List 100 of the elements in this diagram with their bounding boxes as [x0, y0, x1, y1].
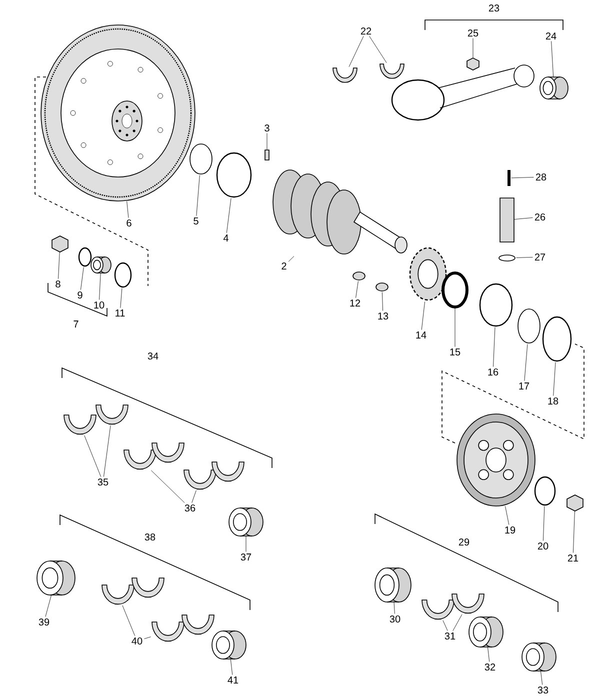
- callout-number: 13: [378, 312, 388, 320]
- leader-line: [394, 602, 395, 614]
- bushing: [522, 642, 556, 672]
- leader-line: [572, 511, 575, 554]
- bushing: [228, 508, 264, 536]
- flywheel: [40, 24, 196, 202]
- callout-number: 6: [126, 219, 132, 227]
- callout-number: 15: [450, 348, 460, 356]
- callout-number: 7: [74, 320, 78, 328]
- callout-number: 27: [534, 254, 546, 260]
- ring: [479, 283, 513, 327]
- leader-line: [99, 273, 101, 300]
- leader-line: [104, 425, 111, 477]
- leader-line: [493, 327, 496, 367]
- leader-line: [122, 605, 136, 636]
- leader-line: [45, 595, 52, 617]
- leader-line: [524, 344, 528, 382]
- leader-line: [150, 470, 185, 503]
- callout-number: 35: [98, 478, 108, 486]
- leader-line: [511, 177, 534, 178]
- leader-line: [230, 659, 233, 676]
- callout-number: 28: [536, 173, 546, 181]
- bushing: [540, 76, 568, 100]
- bearing-shell: [152, 442, 184, 463]
- callout-number: 34: [148, 352, 158, 360]
- key: [376, 282, 388, 292]
- gasket: [190, 144, 212, 174]
- callout-number: 3: [264, 124, 270, 132]
- callout-number: 33: [538, 686, 548, 694]
- washer: [534, 476, 556, 506]
- leader-line: [382, 292, 384, 311]
- callout-number: 4: [223, 234, 228, 242]
- washer: [498, 254, 516, 262]
- bushing: [36, 560, 76, 596]
- leader-line: [80, 267, 84, 290]
- leader-line: [488, 647, 490, 662]
- leader-line: [288, 256, 294, 262]
- ring: [542, 316, 572, 362]
- callout-number: 9: [78, 291, 82, 299]
- callout-number: 24: [546, 32, 556, 40]
- bushing: [90, 256, 112, 274]
- leader-line: [516, 257, 533, 258]
- leader-line: [454, 308, 456, 348]
- callout-number: 10: [94, 301, 104, 309]
- callout-number: 23: [488, 4, 500, 12]
- callout-number: 18: [548, 397, 558, 405]
- bearing-shell: [332, 68, 358, 83]
- bearing-shell: [124, 450, 156, 470]
- leader-line: [551, 41, 554, 77]
- callout-number: 32: [484, 663, 496, 671]
- callout-number: 8: [56, 280, 60, 288]
- callout-number: 2: [282, 262, 286, 270]
- ring: [216, 152, 252, 198]
- callout-number: 26: [534, 213, 546, 221]
- callout-number: 31: [444, 632, 456, 640]
- callout-number: 37: [240, 553, 252, 561]
- leader-line: [553, 362, 556, 396]
- callout-number: 29: [458, 538, 470, 546]
- leader-line: [472, 38, 474, 58]
- ring: [518, 308, 540, 344]
- callout-number: 39: [38, 618, 50, 626]
- callout-number: 14: [416, 332, 426, 338]
- bolt: [566, 494, 584, 512]
- pin: [264, 150, 270, 160]
- leader-line: [126, 201, 129, 218]
- callout-number: 36: [184, 504, 196, 512]
- gear: [409, 247, 447, 301]
- leader-line: [356, 281, 358, 298]
- bearing-shell: [452, 594, 484, 614]
- ring: [442, 272, 468, 308]
- leader-line: [84, 435, 102, 477]
- nut: [466, 58, 480, 70]
- callout-number: 16: [488, 368, 498, 376]
- bearing-shell: [422, 600, 454, 620]
- pulley: [456, 414, 536, 506]
- leader-line: [266, 133, 268, 150]
- ring: [114, 262, 132, 288]
- leader-line: [505, 506, 510, 525]
- leader-line: [542, 506, 545, 541]
- fitting: [500, 198, 514, 242]
- bearing-shell: [184, 470, 216, 490]
- key: [352, 272, 366, 280]
- bearing-shell: [102, 584, 134, 605]
- callout-number: 20: [538, 542, 548, 550]
- callout-number: 17: [519, 382, 530, 390]
- bearing-shell: [152, 622, 184, 642]
- bearing-shell: [132, 578, 164, 598]
- bearing-shell: [182, 614, 214, 635]
- leader-line: [144, 636, 151, 639]
- leader-line: [452, 614, 462, 631]
- bushing: [374, 568, 412, 602]
- callout-number: 41: [228, 676, 238, 684]
- leader-line: [421, 302, 426, 330]
- leader-line: [196, 175, 200, 216]
- bushing: [212, 630, 246, 660]
- ring: [78, 247, 92, 267]
- callout-number: 22: [360, 28, 372, 34]
- callout-number: 12: [350, 300, 360, 306]
- callout-number: 30: [390, 615, 400, 623]
- pin: [508, 170, 510, 186]
